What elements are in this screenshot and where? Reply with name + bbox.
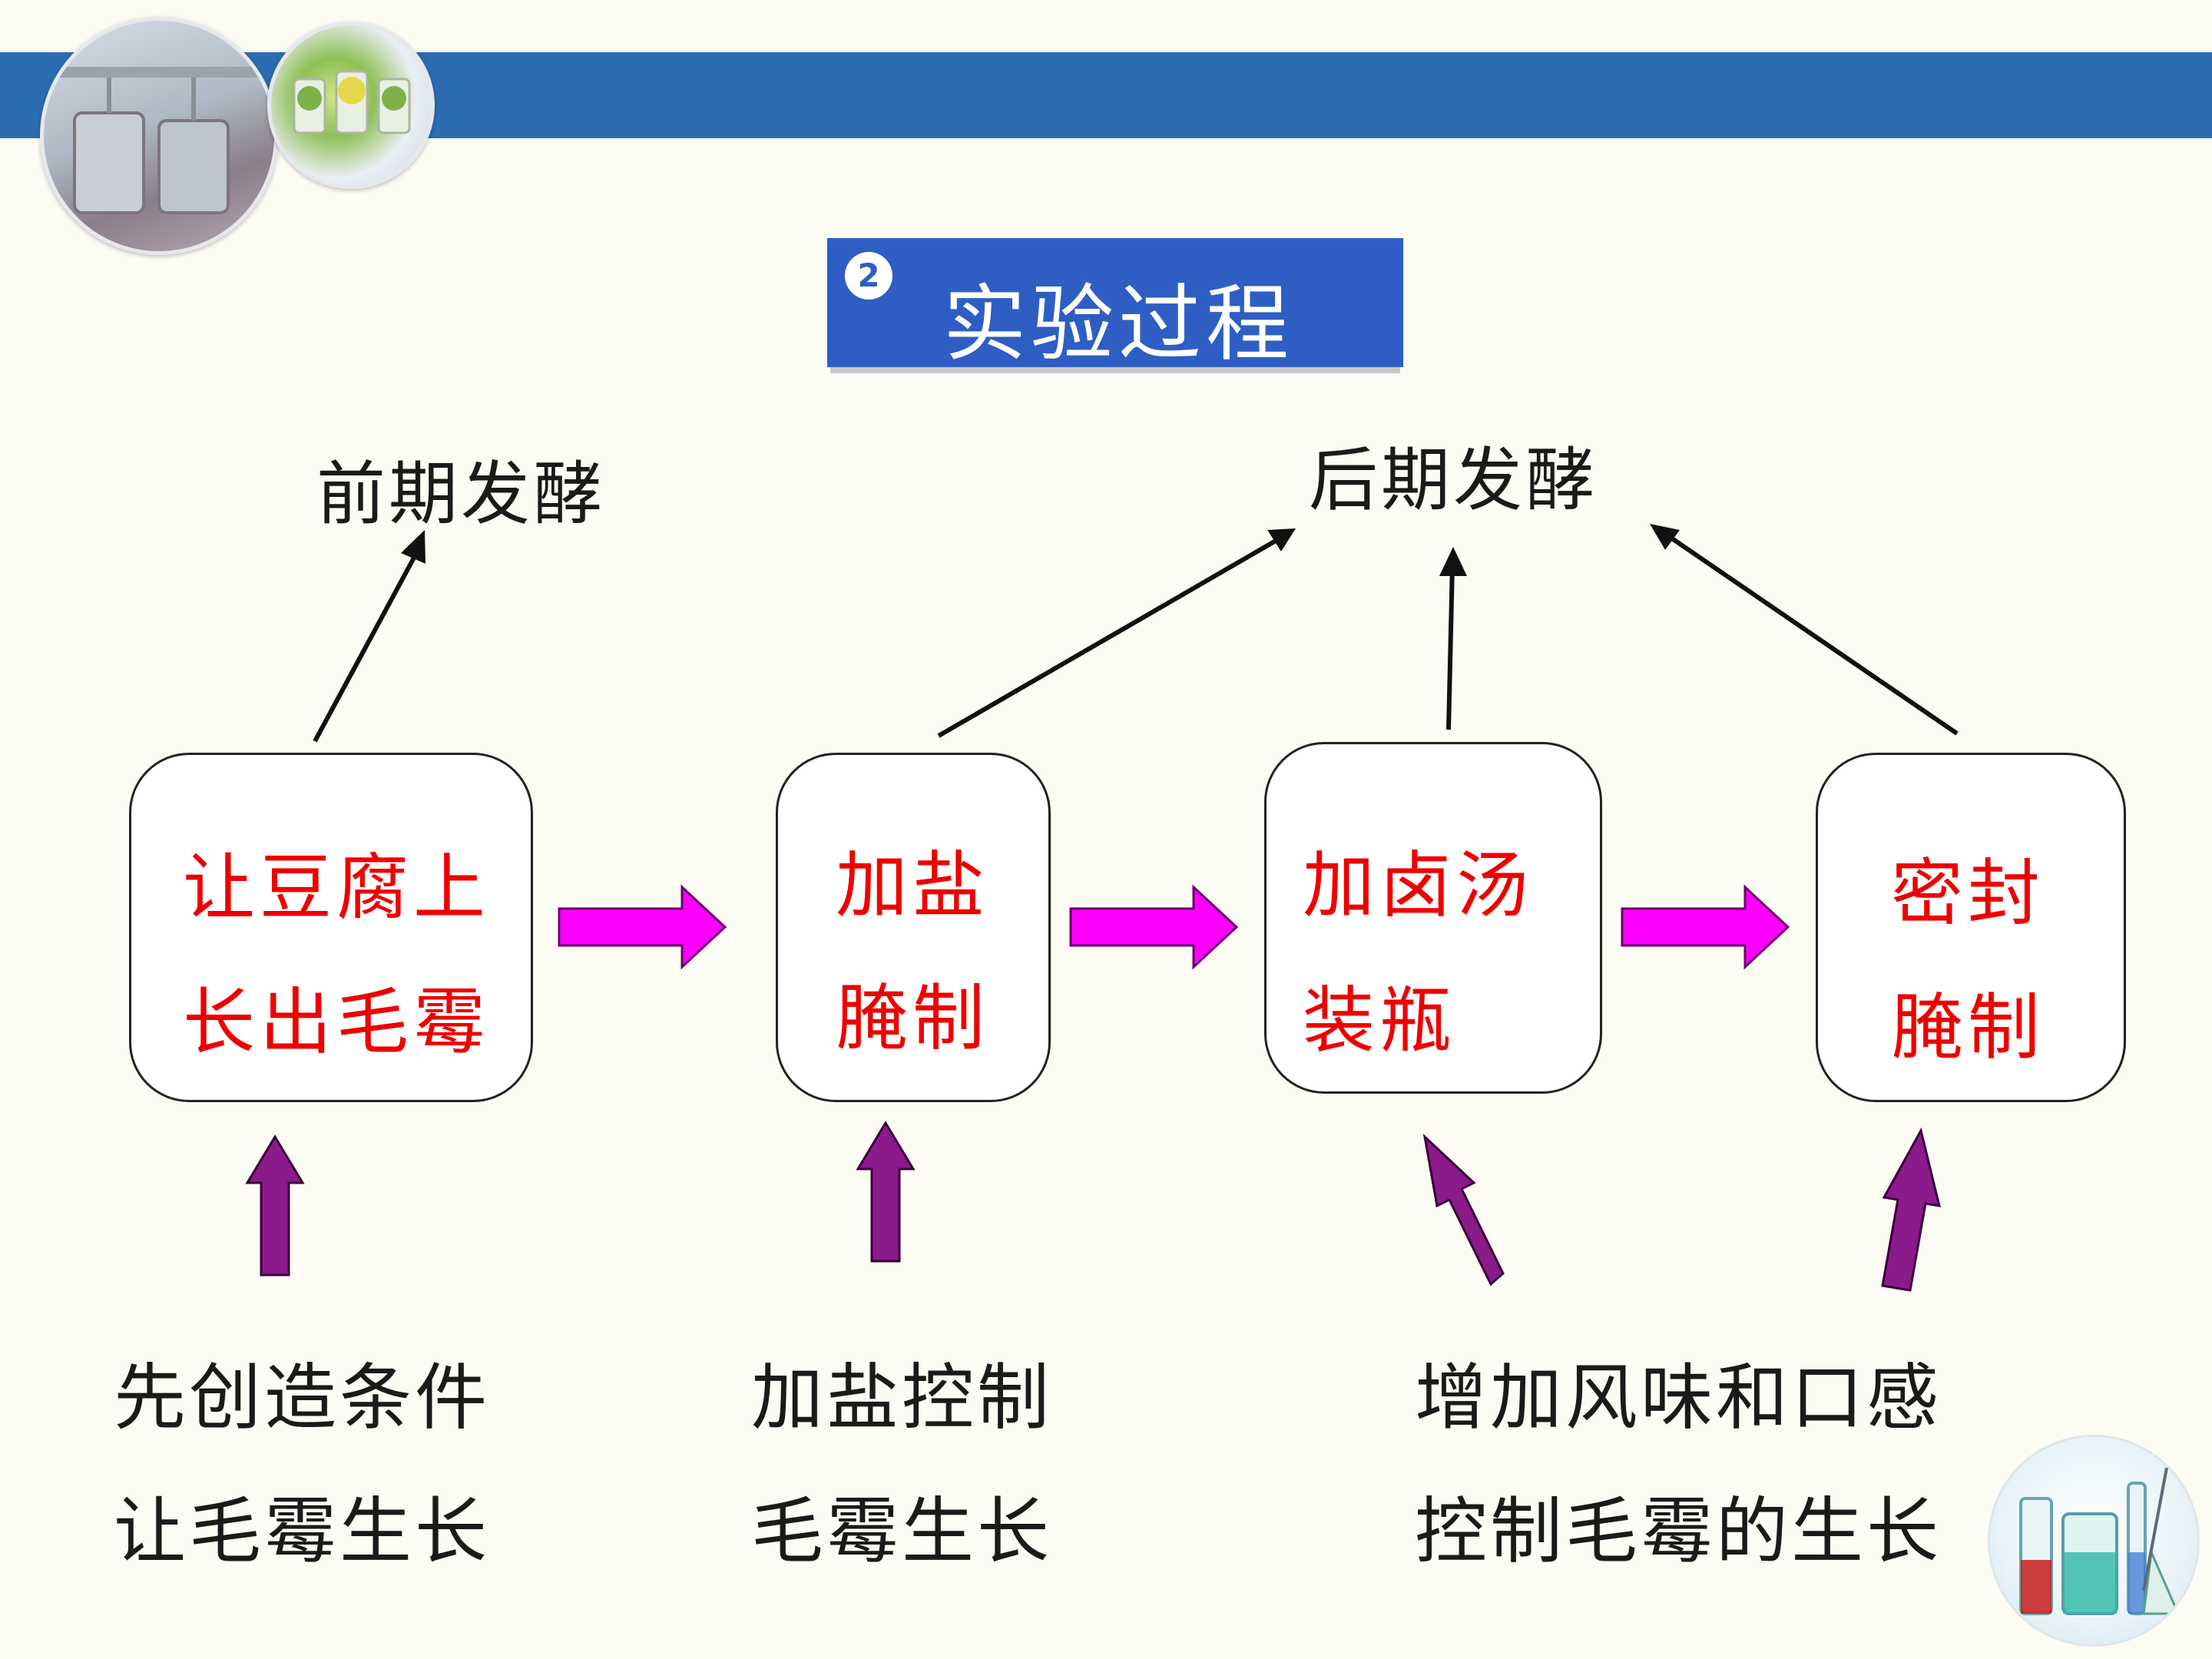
arrowhead-seal-late xyxy=(1650,524,1680,550)
step-3-line-2: 装瓶 xyxy=(1303,979,1457,1063)
purpose-1-line-1: 先创造条件 xyxy=(114,1356,491,1440)
purpose-arrow-3 xyxy=(1422,1133,1505,1286)
step-box-1 xyxy=(129,753,533,1102)
flow-arrow-3 xyxy=(1621,884,1790,970)
arrow-to-early xyxy=(313,548,421,743)
step-2-line-2: 腌制 xyxy=(836,977,990,1061)
lab-flask-icon xyxy=(1988,1435,2200,1647)
step-1-line-1: 让豆腐上 xyxy=(183,846,491,930)
purpose-3-line-1: 增加风味和口感 xyxy=(1415,1356,1942,1440)
step-box-4 xyxy=(1816,753,2126,1102)
purpose-2-line-1: 加盐控制 xyxy=(751,1356,1053,1440)
purpose-3-line-2: 控制毛霉的生长 xyxy=(1415,1490,1942,1574)
arrow-bottle-to-late xyxy=(1446,564,1455,730)
purpose-1-line-2: 让毛霉生长 xyxy=(114,1490,491,1574)
step-2-line-1: 加盐 xyxy=(836,844,990,928)
step-box-2 xyxy=(776,753,1051,1102)
arrowhead-bottle-late xyxy=(1439,547,1467,576)
purpose-2-line-2: 毛霉生长 xyxy=(751,1490,1053,1574)
plant-culture-photo xyxy=(267,22,435,189)
arrowhead-early xyxy=(401,530,426,564)
early-fermentation-label: 前期发酵 xyxy=(316,454,605,535)
section-title: 实验过程 xyxy=(943,276,1294,373)
step-3-line-1: 加卤汤 xyxy=(1303,844,1534,928)
factory-tanks-photo xyxy=(40,17,278,255)
flow-arrow-2 xyxy=(1069,884,1239,970)
purpose-arrow-2 xyxy=(856,1121,916,1263)
step-4-line-1: 密封 xyxy=(1891,852,2045,935)
late-fermentation-label: 后期发酵 xyxy=(1309,440,1598,521)
flow-arrow-1 xyxy=(558,884,727,970)
arrowhead-salt-late xyxy=(1267,528,1296,551)
purpose-arrow-4 xyxy=(1881,1127,1941,1292)
arrow-seal-to-late xyxy=(1664,531,1959,736)
step-box-3 xyxy=(1264,742,1602,1094)
section-number-badge: 2 xyxy=(845,252,892,300)
step-1-line-2: 长出毛霉 xyxy=(183,981,491,1065)
section-title-box xyxy=(827,238,1403,367)
purpose-arrow-1 xyxy=(245,1134,305,1277)
step-4-line-2: 腌制 xyxy=(1891,986,2045,1070)
arrow-salt-to-late xyxy=(937,535,1283,738)
